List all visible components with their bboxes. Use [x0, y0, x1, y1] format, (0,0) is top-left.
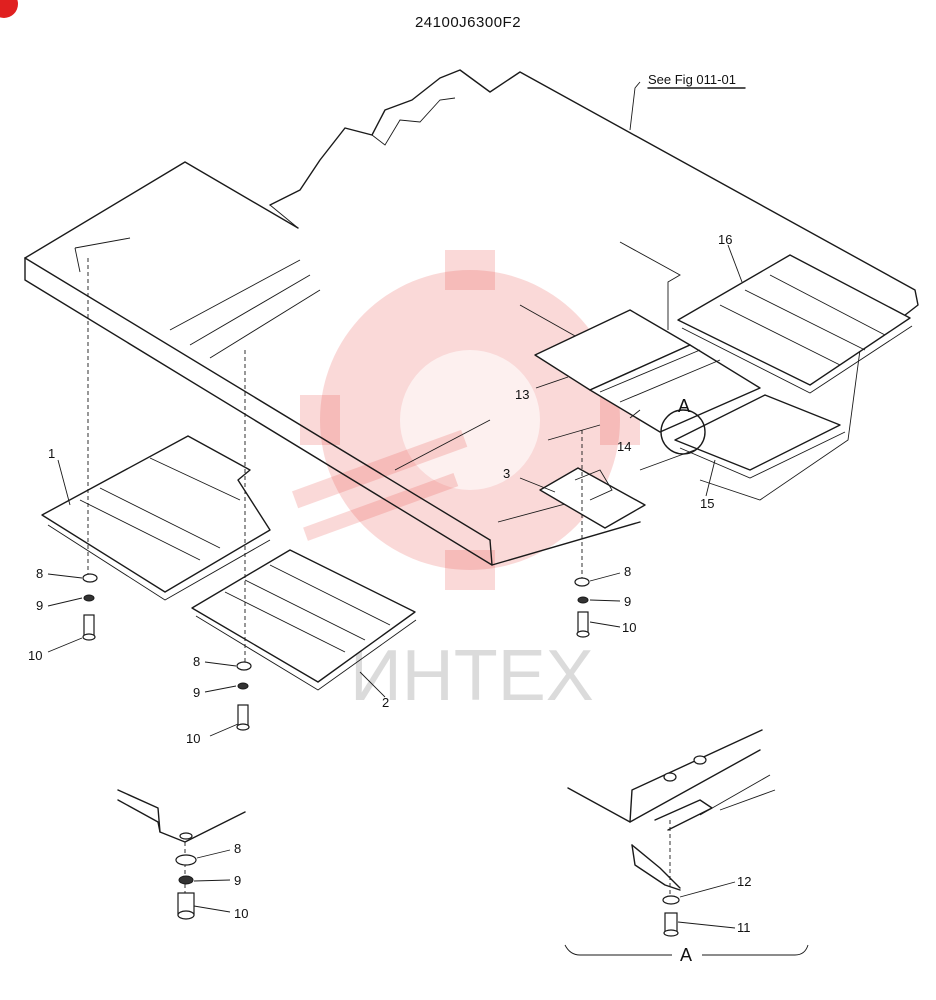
detail-a-label: A — [678, 396, 690, 416]
corner-badge — [0, 0, 18, 18]
callout-9-center: 9 — [193, 685, 200, 700]
callout-10-center: 10 — [186, 731, 200, 746]
vehicle-body-outline — [24, 69, 919, 566]
callout-15: 15 — [700, 496, 714, 511]
hardware-stack-right — [574, 577, 590, 638]
detail-a-marker — [660, 409, 706, 455]
reference-note: See Fig 011-01 — [648, 72, 736, 87]
plate-part-2 — [191, 549, 417, 691]
callout-8-left: 8 — [36, 566, 43, 581]
callout-labels: 1 8 9 10 8 9 10 2 3 13 14 15 16 8 9 10 — [28, 232, 732, 746]
callout-13: 13 — [515, 387, 529, 402]
callout-3: 3 — [503, 466, 510, 481]
detail-a-view-label: A — [680, 945, 692, 965]
callout-9-inset: 9 — [234, 873, 241, 888]
callout-10-left: 10 — [28, 648, 42, 663]
callout-9-left: 9 — [36, 598, 43, 613]
callout-1: 1 — [48, 446, 55, 461]
plate-part-13 — [534, 309, 761, 433]
detail-a-view: 12 11 A — [564, 729, 809, 965]
watermark-text: ИНТЕХ — [350, 636, 594, 716]
callout-8-right: 8 — [624, 564, 631, 579]
watermark-gear — [292, 250, 640, 590]
callout-8-inset: 8 — [234, 841, 241, 856]
plate-part-15 — [674, 394, 846, 479]
callout-2: 2 — [382, 695, 389, 710]
hardware-stack-left — [82, 573, 98, 641]
diagram-title: 24100J6300F2 — [414, 14, 522, 31]
hardware-stack-center — [236, 661, 252, 731]
plate-part-16 — [677, 254, 913, 394]
inset-bottom-left: 8 9 10 — [117, 789, 248, 921]
callout-8-center: 8 — [193, 654, 200, 669]
callout-9-right: 9 — [624, 594, 631, 609]
callout-16: 16 — [718, 232, 732, 247]
plate-part-1 — [41, 435, 271, 601]
callout-14: 14 — [617, 439, 631, 454]
plate-part-3 — [539, 467, 646, 529]
callout-12: 12 — [737, 874, 751, 889]
callout-11: 11 — [737, 920, 751, 935]
callout-10-right: 10 — [622, 620, 636, 635]
callout-leaders — [47, 244, 743, 737]
callout-10-inset: 10 — [234, 906, 248, 921]
